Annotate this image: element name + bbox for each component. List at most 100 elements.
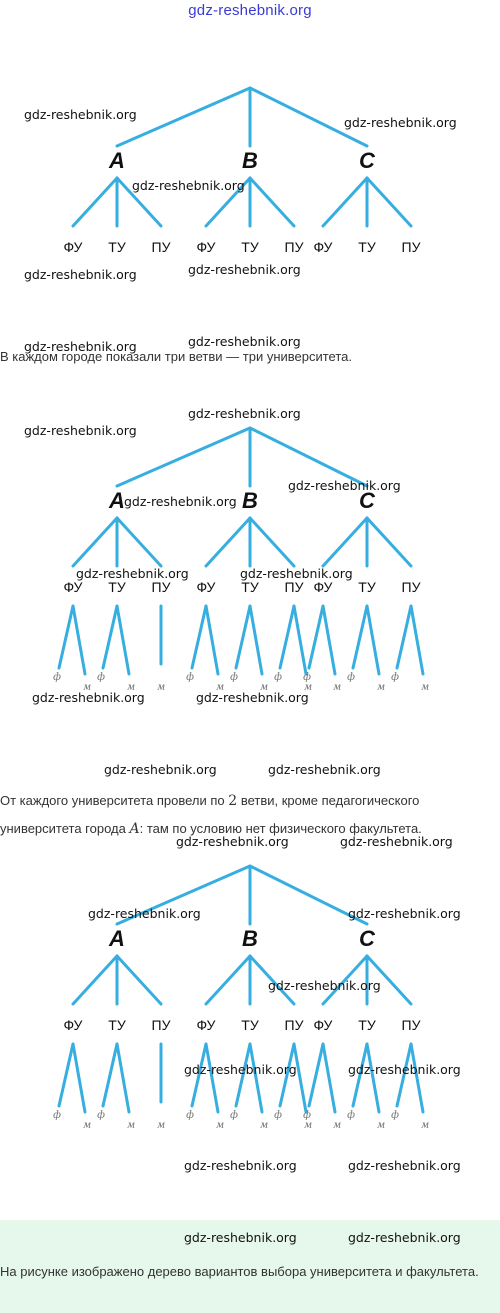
caption-city-label: A xyxy=(129,821,140,837)
watermark: gdz-reshebnik.org xyxy=(348,1062,461,1077)
university-label: ТУ xyxy=(241,239,259,255)
faculty-label: ф xyxy=(274,1110,282,1121)
faculty-label: м xyxy=(157,1120,165,1131)
edge-city-university xyxy=(115,516,163,568)
edge-university-faculty xyxy=(365,1042,381,1114)
faculty-label: ф xyxy=(53,672,61,683)
watermark: gdz-reshebnik.org xyxy=(340,834,453,849)
edge-university-faculty xyxy=(351,604,369,670)
edge-university-faculty xyxy=(307,1042,325,1108)
university-label: ФУ xyxy=(314,239,333,255)
faculty-label: м xyxy=(216,682,224,693)
edge-city-university xyxy=(71,176,119,228)
faculty-label: ф xyxy=(391,672,399,683)
faculty-label: ф xyxy=(186,1110,194,1121)
faculty-label: ф xyxy=(274,672,282,683)
edge-university-faculty xyxy=(71,604,87,676)
edge-university-faculty xyxy=(278,604,296,670)
edge-city-university xyxy=(248,954,296,1006)
edge-university-faculty xyxy=(307,604,325,670)
faculty-label: м xyxy=(333,682,341,693)
faculty-label: ф xyxy=(97,672,105,683)
watermark: gdz-reshebnik.org xyxy=(24,267,137,282)
caption-two-branches-part2: ветви, кроме педагогического университет… xyxy=(0,793,420,836)
edge-city-university xyxy=(204,516,252,568)
edge-city-university xyxy=(321,176,369,228)
watermark: gdz-reshebnik.org xyxy=(196,690,309,705)
edge-city-university xyxy=(365,954,413,1006)
edge-city-university xyxy=(248,176,296,228)
university-label: ПУ xyxy=(285,579,304,595)
site-header-link[interactable]: gdz-reshebnik.org xyxy=(188,2,312,19)
university-label: ТУ xyxy=(108,579,126,595)
university-label: ФУ xyxy=(197,579,216,595)
edge-university-faculty xyxy=(57,1042,75,1108)
watermark: gdz-reshebnik.org xyxy=(184,1062,297,1077)
faculty-label: м xyxy=(377,1120,385,1131)
faculty-label: м xyxy=(421,682,429,693)
edge-university-faculty xyxy=(292,604,308,676)
city-label: A xyxy=(108,488,125,513)
university-label: ТУ xyxy=(358,239,376,255)
watermark: gdz-reshebnik.org xyxy=(288,478,401,493)
city-label: A xyxy=(108,926,125,951)
edge-university-faculty xyxy=(101,1042,119,1108)
watermark: gdz-reshebnik.org xyxy=(104,762,217,777)
watermark: gdz-reshebnik.org xyxy=(188,334,301,349)
faculty-label: ф xyxy=(391,1110,399,1121)
edge-city-university xyxy=(204,954,252,1006)
city-label: B xyxy=(242,488,258,513)
faculty-label: м xyxy=(83,682,91,693)
university-label: ТУ xyxy=(108,1017,126,1033)
edge-university-faculty xyxy=(409,1042,425,1114)
faculty-label: ф xyxy=(186,672,194,683)
watermark: gdz-reshebnik.org xyxy=(88,906,201,921)
caption-two-branches: От каждого университета провели по 2 вет… xyxy=(0,787,496,843)
university-label: ФУ xyxy=(64,1017,83,1033)
university-label: ТУ xyxy=(358,579,376,595)
faculty-label: м xyxy=(421,1120,429,1131)
watermark: gdz-reshebnik.org xyxy=(184,1158,297,1173)
university-label: ПУ xyxy=(402,239,421,255)
watermark: gdz-reshebnik.org xyxy=(176,834,289,849)
university-label: ФУ xyxy=(314,579,333,595)
faculty-label: м xyxy=(304,1120,312,1131)
faculty-label: м xyxy=(260,1120,268,1131)
watermark: gdz-reshebnik.org xyxy=(188,406,301,421)
university-label: ТУ xyxy=(108,239,126,255)
edge-root-city xyxy=(248,426,369,488)
edge-city-university xyxy=(321,954,369,1006)
edge-university-faculty xyxy=(351,1042,369,1108)
faculty-label: ф xyxy=(303,1110,311,1121)
faculty-label: м xyxy=(304,682,312,693)
edge-root-city xyxy=(115,864,252,926)
edge-university-faculty xyxy=(365,604,381,676)
university-label: ПУ xyxy=(152,579,171,595)
watermark: gdz-reshebnik.org xyxy=(76,566,189,581)
faculty-label: м xyxy=(127,1120,135,1131)
watermark: gdz-reshebnik.org xyxy=(344,115,457,130)
edge-university-faculty xyxy=(292,1042,308,1114)
caption-three-branches: В каждом городе показали три ветви — три… xyxy=(0,349,353,364)
university-label: ФУ xyxy=(197,1017,216,1033)
edge-root-city xyxy=(248,86,369,148)
watermark: gdz-reshebnik.org xyxy=(24,107,137,122)
watermark: gdz-reshebnik.org xyxy=(32,690,145,705)
edge-city-university xyxy=(71,954,119,1006)
edge-university-faculty xyxy=(248,1042,264,1114)
edge-university-faculty xyxy=(204,1042,220,1114)
city-label: C xyxy=(359,926,376,951)
edge-university-faculty xyxy=(234,1042,252,1108)
caption-two-branches-part3: : там по условию нет физического факульт… xyxy=(139,821,422,836)
faculty-label: м xyxy=(157,682,165,693)
watermark: gdz-reshebnik.org xyxy=(24,339,137,354)
edge-city-university xyxy=(204,176,252,228)
faculty-label: ф xyxy=(347,672,355,683)
watermark: gdz-reshebnik.org xyxy=(132,178,245,193)
edge-university-faculty xyxy=(115,604,131,676)
edge-university-faculty xyxy=(190,604,208,670)
edge-university-faculty xyxy=(204,604,220,676)
university-label: ФУ xyxy=(64,239,83,255)
